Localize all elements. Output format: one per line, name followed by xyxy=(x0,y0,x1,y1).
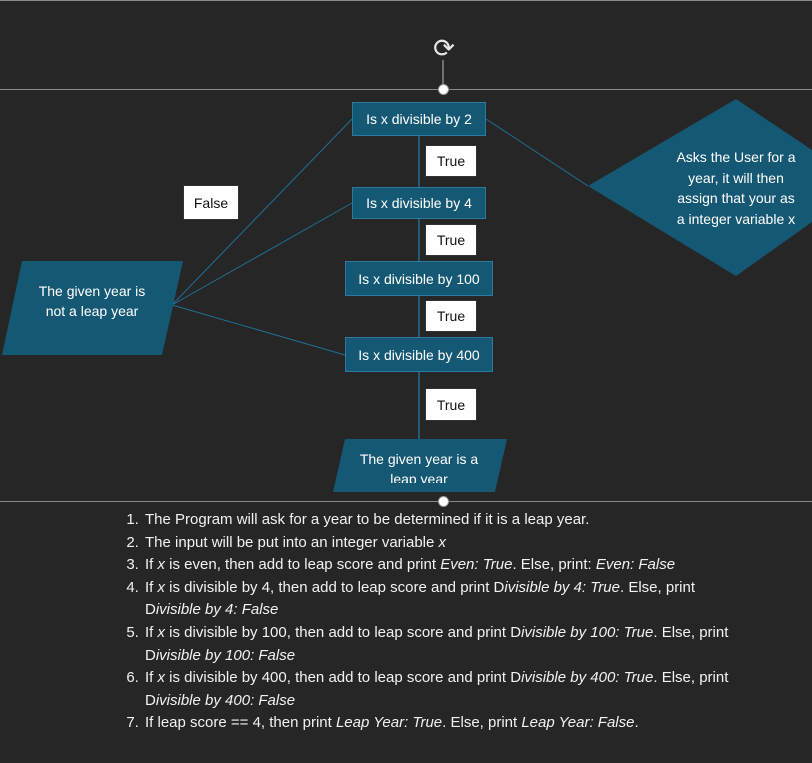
step-item: If leap score == 4, then print Leap Year… xyxy=(143,712,753,735)
step-item: If x is even, then add to leap score and… xyxy=(143,554,753,577)
step-text: ivisible by 4: True xyxy=(504,578,620,596)
step-text: Even: True xyxy=(440,556,513,574)
false-line-4 xyxy=(171,202,353,306)
step-text: x xyxy=(157,578,166,596)
step-text: . Else, print D xyxy=(145,578,696,619)
step-text: ivisible by 100: True xyxy=(521,623,654,641)
step-text: . xyxy=(634,714,639,732)
check-div-400[interactable]: Is x divisible by 400 xyxy=(345,337,493,372)
rotate-handle-icon[interactable]: ⟳ xyxy=(433,33,455,63)
step-text: ivisible by 100: False xyxy=(155,646,296,664)
input-diamond xyxy=(588,99,812,276)
step-text: is divisible by 400, then add to leap sc… xyxy=(165,669,522,687)
step-item: If x is divisible by 400, then add to le… xyxy=(143,667,753,712)
check-div-2[interactable]: Is x divisible by 2 xyxy=(352,102,486,136)
step-text: ivisible by 400: False xyxy=(155,691,296,709)
check-div-100[interactable]: Is x divisible by 100 xyxy=(345,261,493,296)
step-text: Leap Year: True xyxy=(335,714,443,732)
step-text: is even, then add to leap score and prin… xyxy=(165,556,441,574)
steps-list[interactable]: The Program will ask for a year to be de… xyxy=(111,509,753,735)
step-item: If x is divisible by 100, then add to le… xyxy=(143,622,753,667)
step-text: The input will be put into an integer va… xyxy=(145,533,439,551)
step-text: is divisible by 100, then add to leap sc… xyxy=(165,623,522,641)
step-text: ivisible by 4: False xyxy=(155,601,279,619)
check-div-4[interactable]: Is x divisible by 4 xyxy=(352,187,486,219)
input-line-3: assign that your as xyxy=(677,190,795,206)
step-text: If xyxy=(145,556,158,574)
step-text: . Else, print D xyxy=(145,669,729,709)
false-label[interactable]: False xyxy=(183,185,239,220)
step-text: x xyxy=(438,533,447,551)
step-text: Even: False xyxy=(595,556,676,574)
not-leap-text[interactable]: The given year is not a leap year xyxy=(22,281,162,321)
step-text: ivisible by 400: True xyxy=(521,669,654,687)
not-leap-line-2: not a leap year xyxy=(45,303,139,319)
true-label-1[interactable]: True xyxy=(425,145,477,177)
step-text: . Else, print: xyxy=(512,556,596,574)
leap-line-2: leap year xyxy=(390,471,448,483)
true-label-3[interactable]: True xyxy=(425,300,477,332)
leap-parallelogram xyxy=(333,439,507,492)
input-line-4: a integer variable x xyxy=(676,210,796,227)
step-text: x xyxy=(157,556,166,574)
step-item: The Program will ask for a year to be de… xyxy=(143,509,753,532)
false-line-2 xyxy=(171,118,353,306)
step-text: Leap Year: False xyxy=(521,714,635,732)
step-text: If xyxy=(145,578,158,596)
top-edge-line xyxy=(0,0,812,1)
leap-text[interactable]: The given year is a leap year xyxy=(345,449,493,483)
step-item: If x is divisible by 4, then add to leap… xyxy=(143,577,753,622)
false-line-400 xyxy=(171,304,346,356)
input-text[interactable]: Asks the User for a year, it will then a… xyxy=(666,147,806,229)
input-line-1: Asks the User for a xyxy=(676,149,796,165)
resize-handle-bottom[interactable] xyxy=(438,496,449,507)
input-connector xyxy=(485,118,589,187)
selection-top-line xyxy=(0,89,812,90)
not-leap-line-1: The given year is xyxy=(38,283,146,299)
step-item: The input will be put into an integer va… xyxy=(143,532,753,555)
step-text: is divisible by 4, then add to leap scor… xyxy=(165,578,505,596)
step-text: If xyxy=(145,623,158,641)
step-text: x xyxy=(157,669,166,687)
input-line-2: year, it will then xyxy=(688,169,784,186)
step-text: . Else, print xyxy=(442,714,522,732)
resize-handle-top[interactable] xyxy=(438,84,449,95)
step-text: The Program will ask for a year to be de… xyxy=(145,511,590,528)
step-text: x xyxy=(157,623,166,641)
step-text: . Else, print D xyxy=(145,623,729,664)
step-text: If xyxy=(145,669,158,687)
not-leap-parallelogram xyxy=(2,261,183,355)
selection-bottom-line xyxy=(0,501,812,502)
true-label-4[interactable]: True xyxy=(425,388,477,421)
step-text: If leap score == 4, then print xyxy=(145,714,336,732)
true-label-2[interactable]: True xyxy=(425,224,477,256)
leap-line-1: The given year is a xyxy=(359,451,479,467)
